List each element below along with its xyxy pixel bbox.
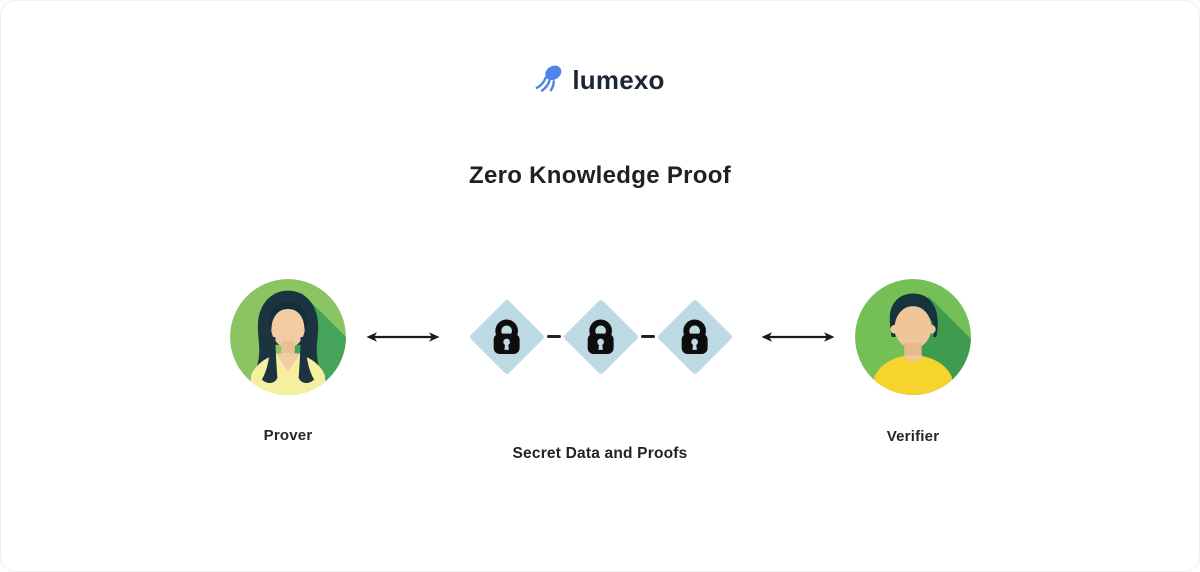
proof-diamond [562,298,640,376]
prover-avatar [230,279,346,395]
prover-label: Prover [263,427,313,444]
logo-wordmark: lumexo [572,65,665,95]
bidirectional-arrow-icon [365,329,441,350]
bidirectional-arrow-icon [760,329,836,350]
lock-icon [494,319,520,354]
chain-connector [547,335,561,338]
verifier-label: Verifier [886,428,940,445]
lock-icon [682,319,708,354]
page-title: Zero Knowledge Proof [468,162,731,189]
verifier-avatar [855,279,971,395]
logo: lumexo [1,63,1199,98]
comet-icon [535,63,565,98]
proof-diamond [656,298,734,376]
proof-diamond [468,298,546,376]
lock-icon [588,319,614,354]
chain-label: Secret Data and Proofs [512,445,688,462]
chain-connector [641,335,655,338]
